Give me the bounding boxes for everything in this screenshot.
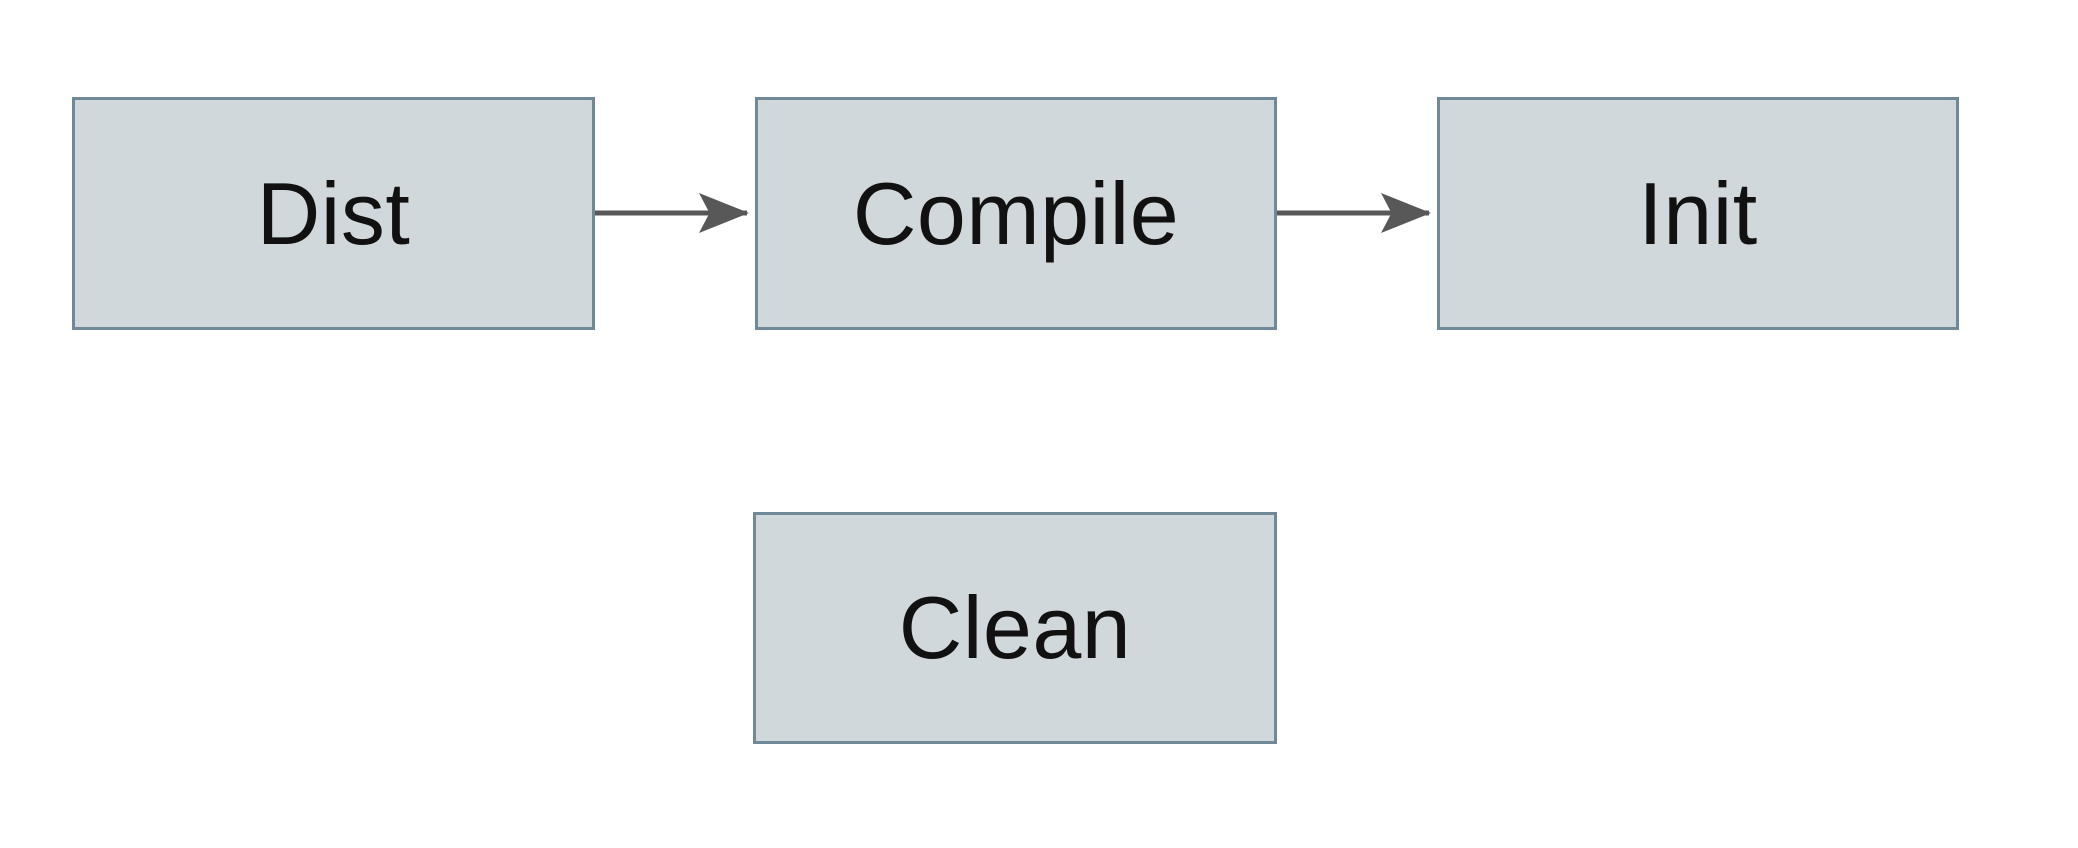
node-dist[interactable]: Dist xyxy=(72,97,595,330)
edge-compile-to-init-hitbox[interactable] xyxy=(1277,193,1437,233)
node-clean[interactable]: Clean xyxy=(753,512,1277,744)
node-clean-label: Clean xyxy=(898,578,1132,677)
node-compile[interactable]: Compile xyxy=(755,97,1277,330)
node-init[interactable]: Init xyxy=(1437,97,1959,330)
node-init-label: Init xyxy=(1638,163,1758,263)
edge-dist-to-compile-hitbox[interactable] xyxy=(595,193,755,233)
node-dist-label: Dist xyxy=(256,163,411,263)
node-compile-label: Compile xyxy=(852,163,1180,263)
